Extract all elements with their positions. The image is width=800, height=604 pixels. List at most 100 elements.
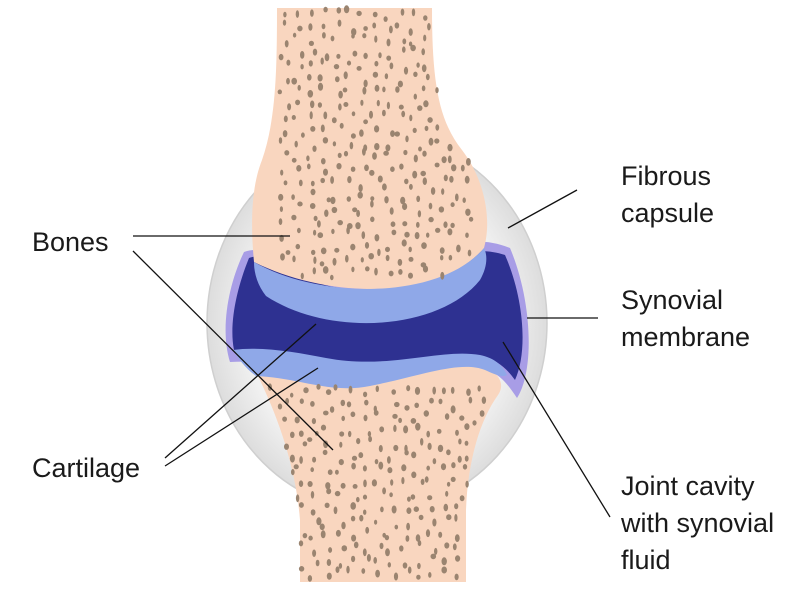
lower-bone-pore	[289, 454, 295, 463]
upper-bone-pore	[298, 179, 303, 187]
lower-bone-pore	[415, 534, 421, 542]
lower-bone-pore	[326, 559, 332, 566]
upper-bone-pore	[330, 176, 334, 184]
upper-bone-pore	[320, 124, 325, 133]
upper-bone-pore	[317, 82, 324, 91]
lower-bone-pore	[298, 540, 304, 547]
lower-bone-pore	[390, 479, 394, 486]
label-joint-cavity-line-3: fluid	[621, 545, 671, 575]
lower-bone-pore	[420, 478, 425, 485]
lower-bone-pore	[444, 413, 450, 420]
lower-bone-pore	[350, 502, 357, 510]
leader-fibrous-capsule	[507, 189, 578, 229]
lower-bone-pore	[446, 514, 452, 521]
upper-bone-pore	[324, 209, 329, 217]
upper-bone-pore	[324, 53, 330, 62]
upper-bone-pore	[439, 247, 445, 254]
upper-bone-pore	[398, 269, 403, 275]
upper-bone-pore	[346, 196, 351, 202]
upper-bone-pore	[374, 60, 379, 67]
lower-bone-pore	[333, 506, 338, 515]
lower-bone-pore	[465, 480, 469, 488]
lower-bone-pore	[339, 441, 343, 448]
upper-bone-pore	[291, 77, 298, 85]
upper-bone-pore	[372, 152, 377, 160]
upper-bone-pore	[306, 155, 310, 162]
lower-bone-pore	[434, 547, 438, 555]
lower-bone-pore	[308, 535, 313, 541]
upper-bone-pore	[300, 272, 304, 280]
upper-bone-pore	[312, 145, 317, 152]
lower-bone-pore	[410, 494, 416, 500]
upper-bone-pore	[441, 188, 445, 195]
upper-bone-pore	[411, 8, 416, 17]
lower-bone-pore	[436, 428, 442, 434]
upper-bone-pore	[409, 183, 413, 190]
lower-bone-pore	[432, 458, 437, 465]
upper-bone-pore	[346, 60, 352, 66]
upper-bone-pore	[403, 149, 408, 156]
upper-bone-pore	[361, 231, 366, 240]
lower-bone-pore	[413, 506, 419, 512]
lower-bone-pore	[333, 384, 338, 391]
upper-bone-pore	[401, 239, 407, 247]
upper-bone-pore	[386, 55, 392, 61]
upper-bone-pore	[383, 16, 388, 22]
lower-bone-pore	[290, 392, 294, 398]
upper-bone-pore	[307, 74, 312, 81]
upper-bone-pore	[330, 35, 335, 42]
lower-bone-pore	[368, 436, 372, 443]
upper-bone-pore	[309, 203, 316, 209]
lower-bone-pore	[450, 386, 455, 394]
lower-bone-pore	[340, 482, 346, 489]
upper-bone-pore	[310, 125, 316, 132]
upper-bone-pore	[337, 220, 344, 226]
upper-bone-pore	[372, 22, 377, 29]
upper-bone-pore	[427, 23, 431, 31]
upper-bone-pore	[447, 228, 453, 236]
upper-bone-pore	[343, 5, 350, 14]
lower-bone-pore	[450, 405, 456, 414]
lower-bone-pore	[348, 385, 353, 394]
upper-bone-pore	[422, 177, 427, 185]
upper-bone-pore	[372, 71, 379, 78]
upper-bone-pore	[408, 41, 413, 47]
lower-bone-pore	[371, 479, 377, 487]
upper-bone-pore	[287, 103, 292, 111]
lower-bone-pore	[441, 566, 448, 574]
lower-bone-pore	[365, 526, 370, 534]
lower-bone-pore	[454, 534, 460, 542]
lower-bone-pore	[323, 440, 329, 449]
upper-bone-pore	[374, 84, 380, 92]
upper-bone-pore	[391, 229, 397, 236]
upper-bone-pore	[294, 140, 298, 148]
lower-bone-pore	[351, 555, 356, 563]
upper-bone-pore	[300, 51, 305, 59]
lower-bone-pore	[404, 405, 410, 411]
lower-bone-pore	[441, 387, 446, 395]
upper-bone-pore	[384, 73, 389, 80]
upper-bone-pore	[310, 9, 314, 17]
upper-bone-pore	[409, 114, 413, 122]
upper-bone-pore	[339, 122, 344, 129]
lower-bone-pore	[450, 476, 456, 482]
lower-bone-pore	[405, 535, 410, 542]
lower-bone-pore	[316, 517, 322, 526]
lower-bone-pore	[466, 388, 471, 396]
upper-bone-pore	[426, 232, 430, 238]
lower-bone-pore	[401, 477, 405, 485]
lower-bone-pore	[312, 456, 317, 463]
upper-bone-pore	[428, 202, 433, 210]
lower-bone-pore	[290, 431, 295, 438]
upper-bone-pore	[278, 53, 284, 61]
upper-bone-pore	[297, 201, 303, 207]
lower-bone-pore	[341, 415, 346, 422]
upper-bone-pore	[449, 175, 454, 183]
lower-bone-pore	[338, 563, 343, 569]
upper-bone-pore	[363, 26, 368, 31]
lower-bone-pore	[423, 410, 429, 417]
upper-bone-pore	[284, 40, 289, 48]
upper-bone-pore	[310, 188, 316, 196]
lower-bone-pore	[380, 506, 384, 513]
